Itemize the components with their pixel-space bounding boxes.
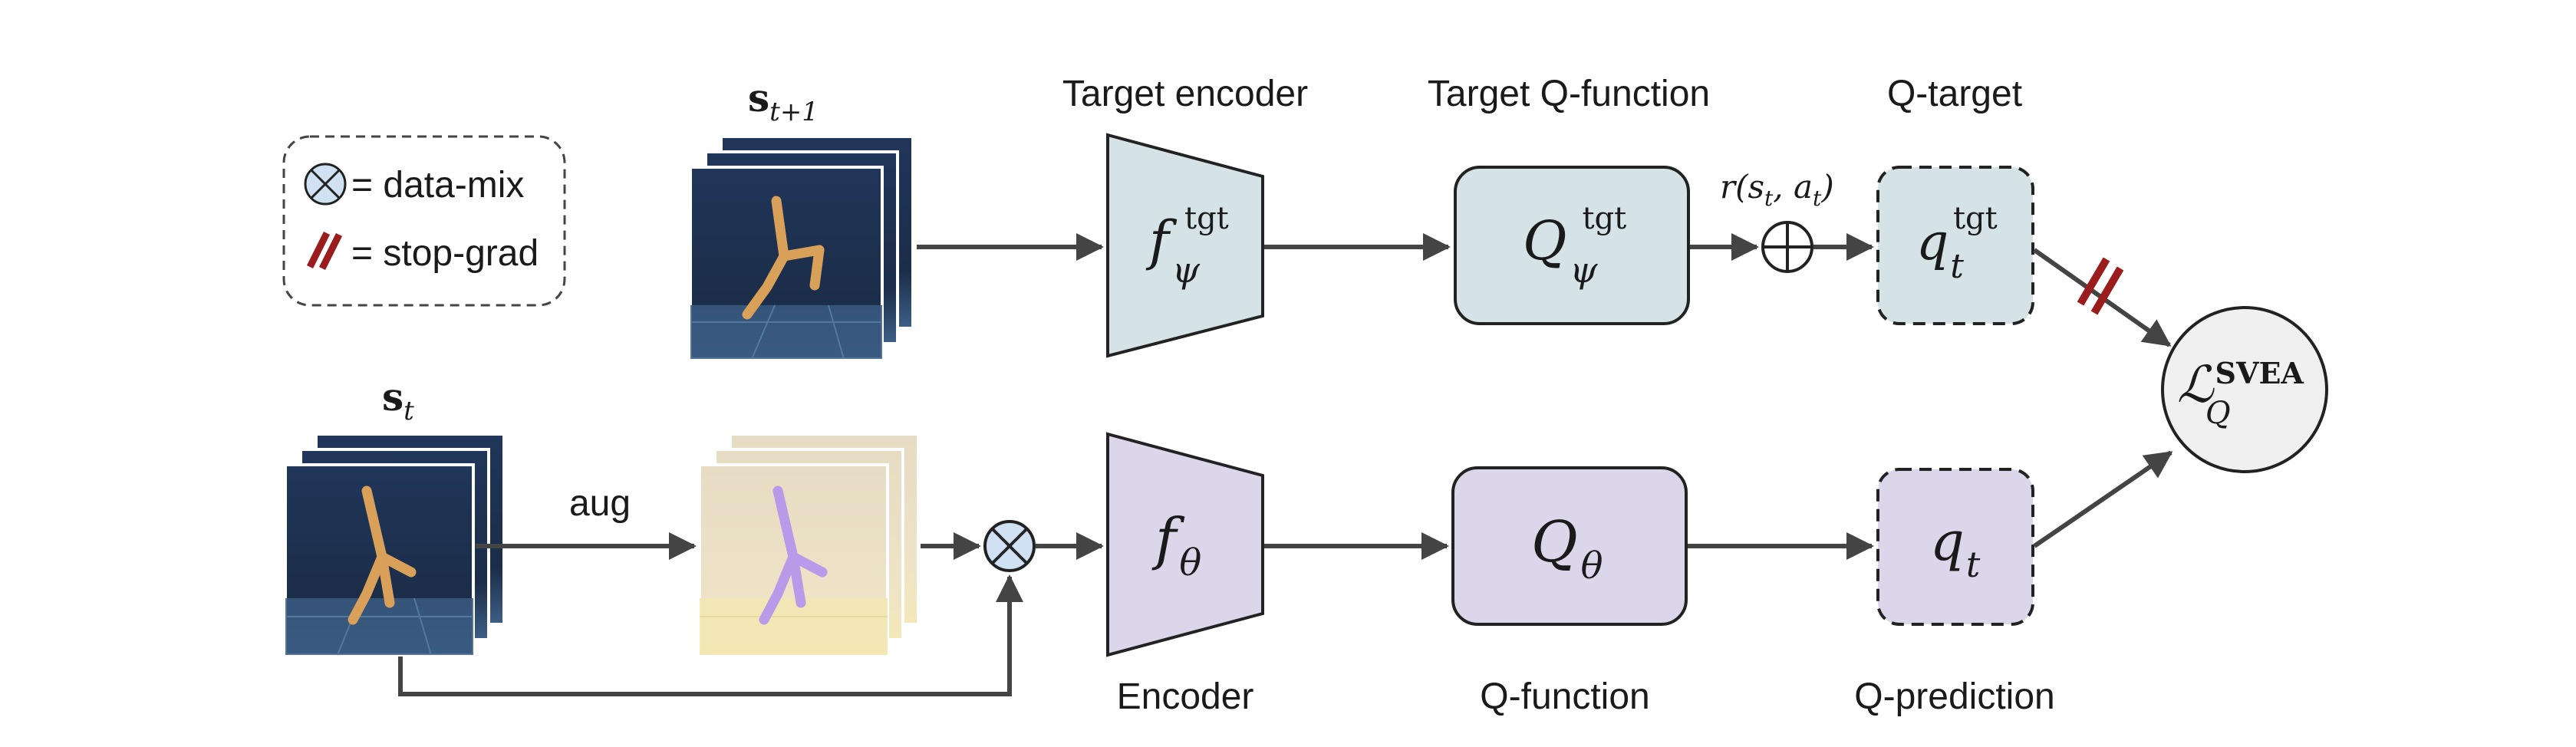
encoder-label: Encoder [1117, 676, 1254, 717]
s-t-label: st [382, 374, 414, 426]
data-mix-icon [304, 163, 347, 206]
q-function-label: Q-function [1480, 676, 1649, 717]
stop-grad-icon [306, 231, 343, 271]
target-encoder-label: Target encoder [1062, 74, 1308, 114]
stop-grad-icon [2077, 257, 2124, 315]
augmented-frame-stack [698, 433, 920, 657]
q-prediction-label: Q-prediction [1854, 676, 2054, 717]
s-next-frame-stack [689, 135, 914, 360]
target-q-function-block: Qψtgt [1454, 166, 1690, 325]
s-next-label: st+1 [748, 75, 819, 127]
walker-frame-icon [698, 463, 889, 657]
edge-s-t-skip-to-data-mix [398, 574, 1023, 696]
data-mix-icon [983, 520, 1036, 572]
q-prediction-block: qt [1876, 468, 2034, 626]
plus-icon [1761, 221, 1813, 273]
walker-frame-icon [284, 463, 475, 657]
target-q-function-label: Target Q-function [1428, 74, 1710, 114]
reward-label: r(st, at) [1720, 168, 1834, 211]
encoder-block: fθ [1106, 432, 1264, 657]
q-target-label: Q-target [1887, 74, 2022, 114]
q-function-symbol: Qθ [1531, 509, 1603, 587]
walker-frame-icon [689, 166, 884, 360]
q-target-block: qttgt [1876, 166, 2034, 325]
edge-q-prediction-to-loss [2033, 450, 2173, 548]
aug-label: aug [569, 483, 631, 524]
q-function-block: Qθ [1451, 466, 1688, 626]
q-target-symbol: qttgt [1916, 201, 1998, 286]
target-encoder-symbol: fψtgt [1145, 201, 1229, 291]
q-prediction-symbol: qt [1930, 510, 1981, 585]
target-q-function-symbol: Qψtgt [1523, 201, 1626, 291]
legend-data-mix-label: = data-mix [351, 165, 524, 206]
edges [398, 233, 2173, 696]
target-encoder-block: fψtgt [1106, 133, 1264, 358]
s-t-frame-stack [284, 433, 506, 657]
legend: = data-mix = stop-grad [282, 135, 566, 307]
legend-stop-grad-label: = stop-grad [351, 233, 539, 274]
